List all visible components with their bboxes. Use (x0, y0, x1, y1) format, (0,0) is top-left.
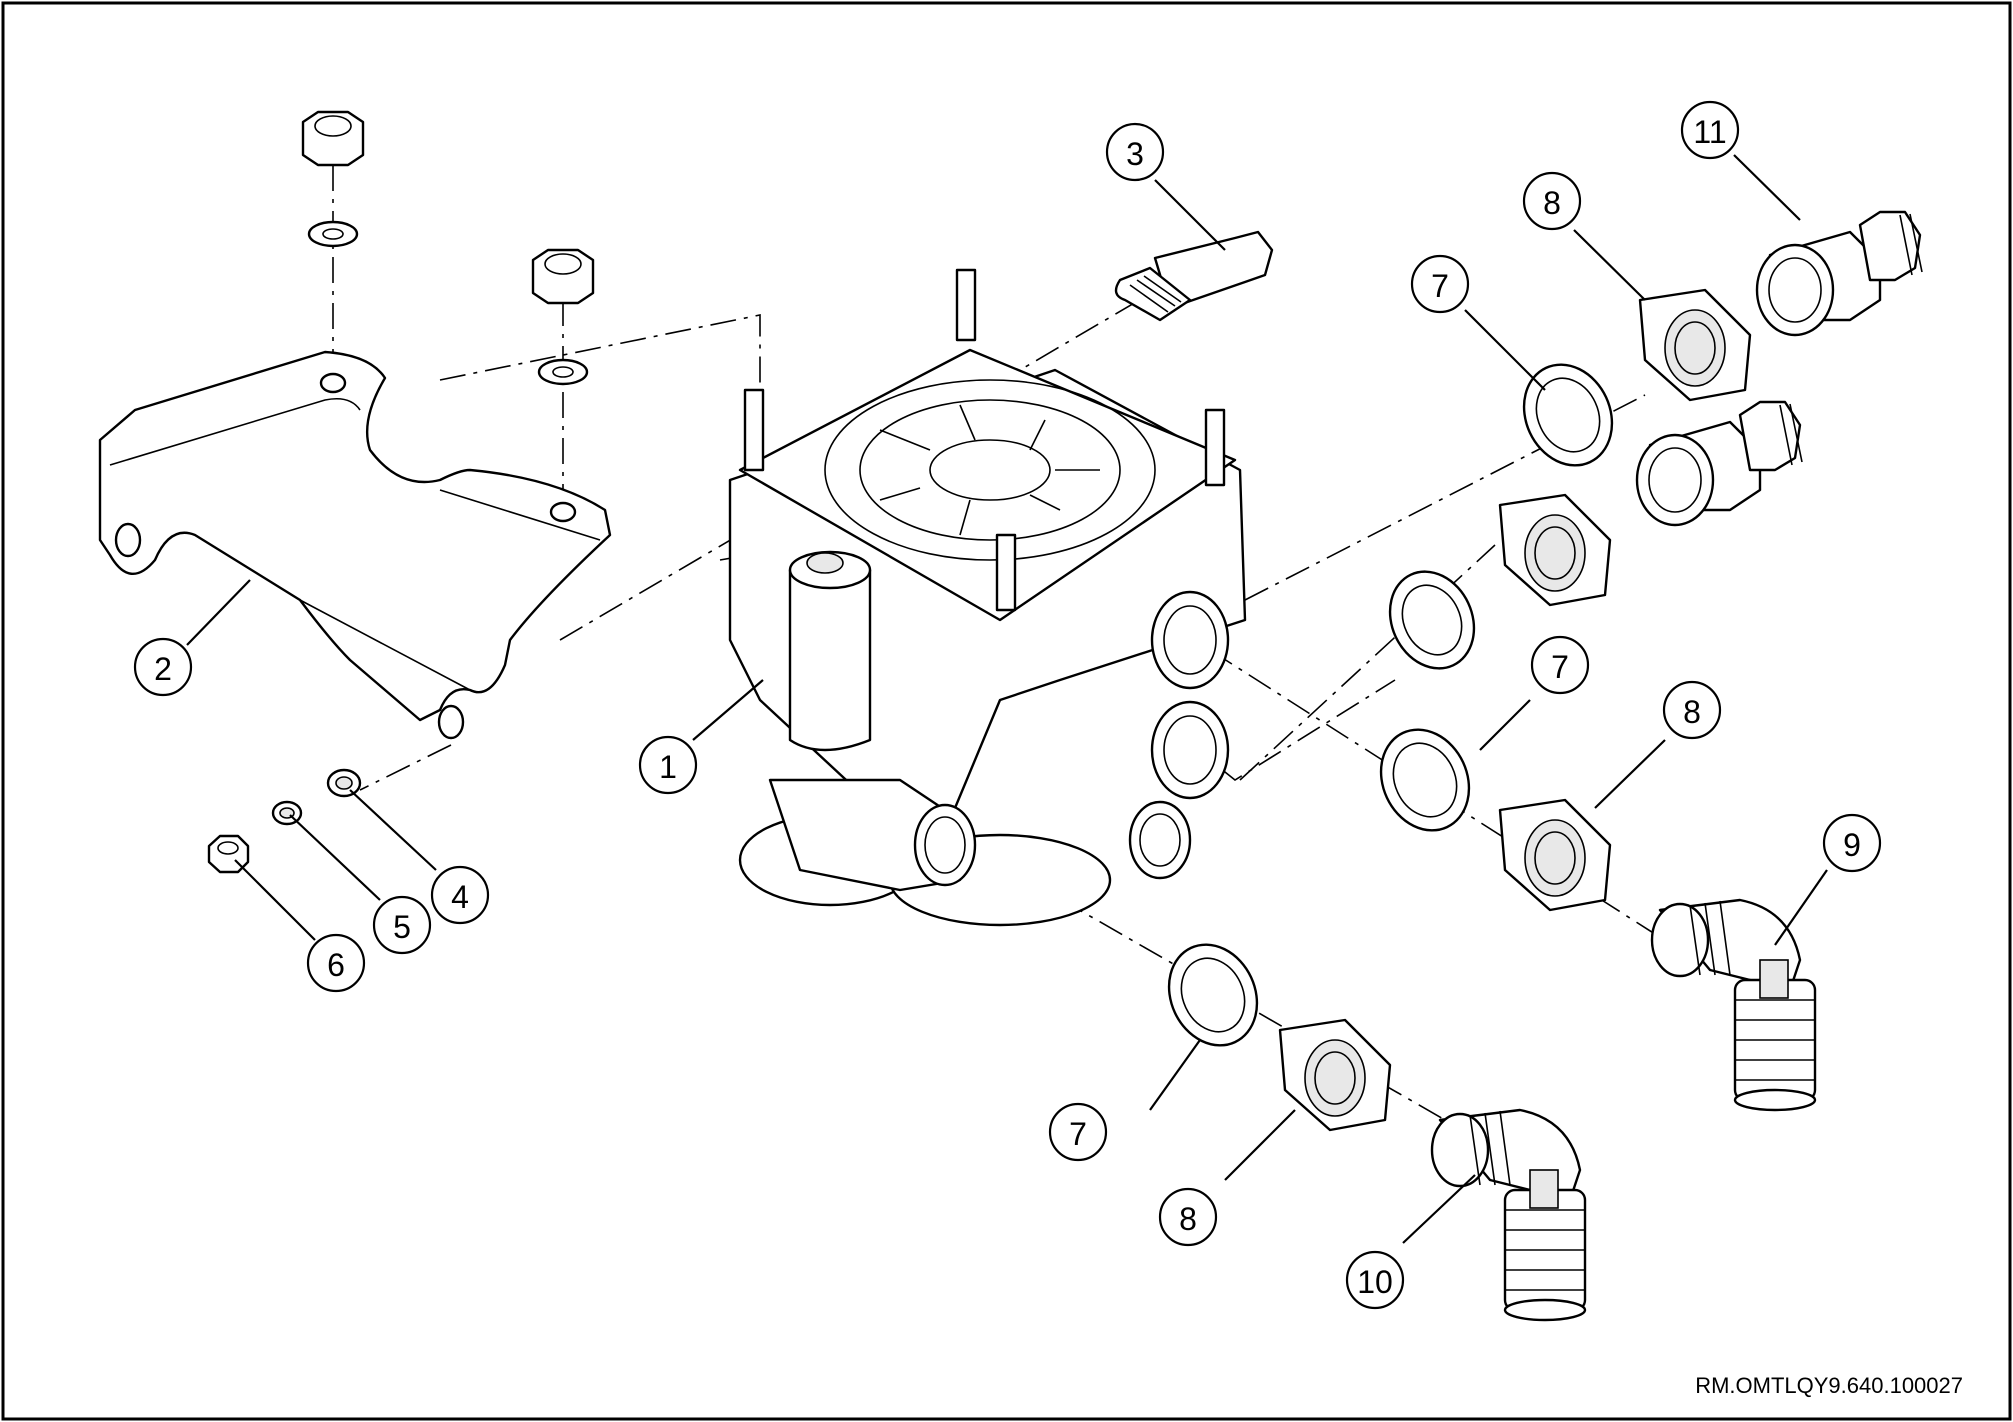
leader-lines (186, 154, 1828, 1244)
callout-label: 2 (154, 651, 172, 687)
callout-label: 1 (659, 749, 677, 785)
callout-10: 10 (1345, 1250, 1405, 1310)
top-nut-left (301, 110, 365, 248)
callout-7-middle: 7 (1530, 635, 1590, 695)
document-id: RM.OMTLQY9.640.100027 (1695, 1373, 1963, 1398)
callout-7-lower: 7 (1048, 1102, 1108, 1162)
jam-nut-middle (1498, 493, 1612, 607)
jam-nut-upper (1638, 288, 1752, 402)
flat-washer (326, 768, 362, 798)
callout-1: 1 (638, 735, 698, 795)
callout-8-upper: 8 (1522, 171, 1582, 231)
sealing-washer-right (1379, 728, 1471, 832)
mounting-studs (743, 268, 1226, 612)
callout-2: 2 (133, 637, 193, 697)
sealing-washer-upper (1522, 363, 1614, 467)
callout-label: 8 (1683, 694, 1701, 730)
callout-label: 8 (1179, 1201, 1197, 1237)
callout-11: 11 (1680, 100, 1740, 160)
straight-fitting-upper (1755, 210, 1923, 337)
callout-label: 7 (1431, 268, 1449, 304)
callout-9: 9 (1822, 813, 1882, 873)
callout-label: 10 (1357, 1264, 1393, 1300)
callout-6: 6 (306, 933, 366, 993)
callout-8-right: 8 (1662, 680, 1722, 740)
sealing-washer-middle (1388, 570, 1476, 670)
straight-fitting-lower (1635, 400, 1803, 527)
callout-label: 9 (1843, 827, 1861, 863)
callout-7-upper: 7 (1410, 254, 1470, 314)
mounting-bracket (98, 350, 612, 740)
callout-label: 6 (327, 947, 345, 983)
callout-label: 11 (1693, 114, 1726, 150)
elbow-fitting-right (1650, 898, 1817, 1112)
callout-label: 7 (1551, 649, 1569, 685)
callout-label: 3 (1126, 136, 1144, 172)
relay-valve-body (728, 268, 1247, 927)
jam-nut-right (1498, 798, 1612, 912)
top-nut-right (531, 248, 595, 386)
sealing-washer-lower (1167, 943, 1259, 1047)
callout-8-lower: 8 (1158, 1187, 1218, 1247)
callout-3: 3 (1105, 122, 1165, 182)
callout-5: 5 (372, 895, 432, 955)
callout-label: 7 (1069, 1116, 1087, 1152)
bolt (1114, 230, 1274, 322)
callout-label: 8 (1543, 185, 1561, 221)
jam-nut-lower (1278, 1018, 1392, 1132)
callout-4: 4 (430, 865, 490, 925)
elbow-fitting-lower (1430, 1108, 1587, 1322)
callout-label: 5 (393, 909, 411, 945)
callout-label: 4 (451, 879, 469, 915)
